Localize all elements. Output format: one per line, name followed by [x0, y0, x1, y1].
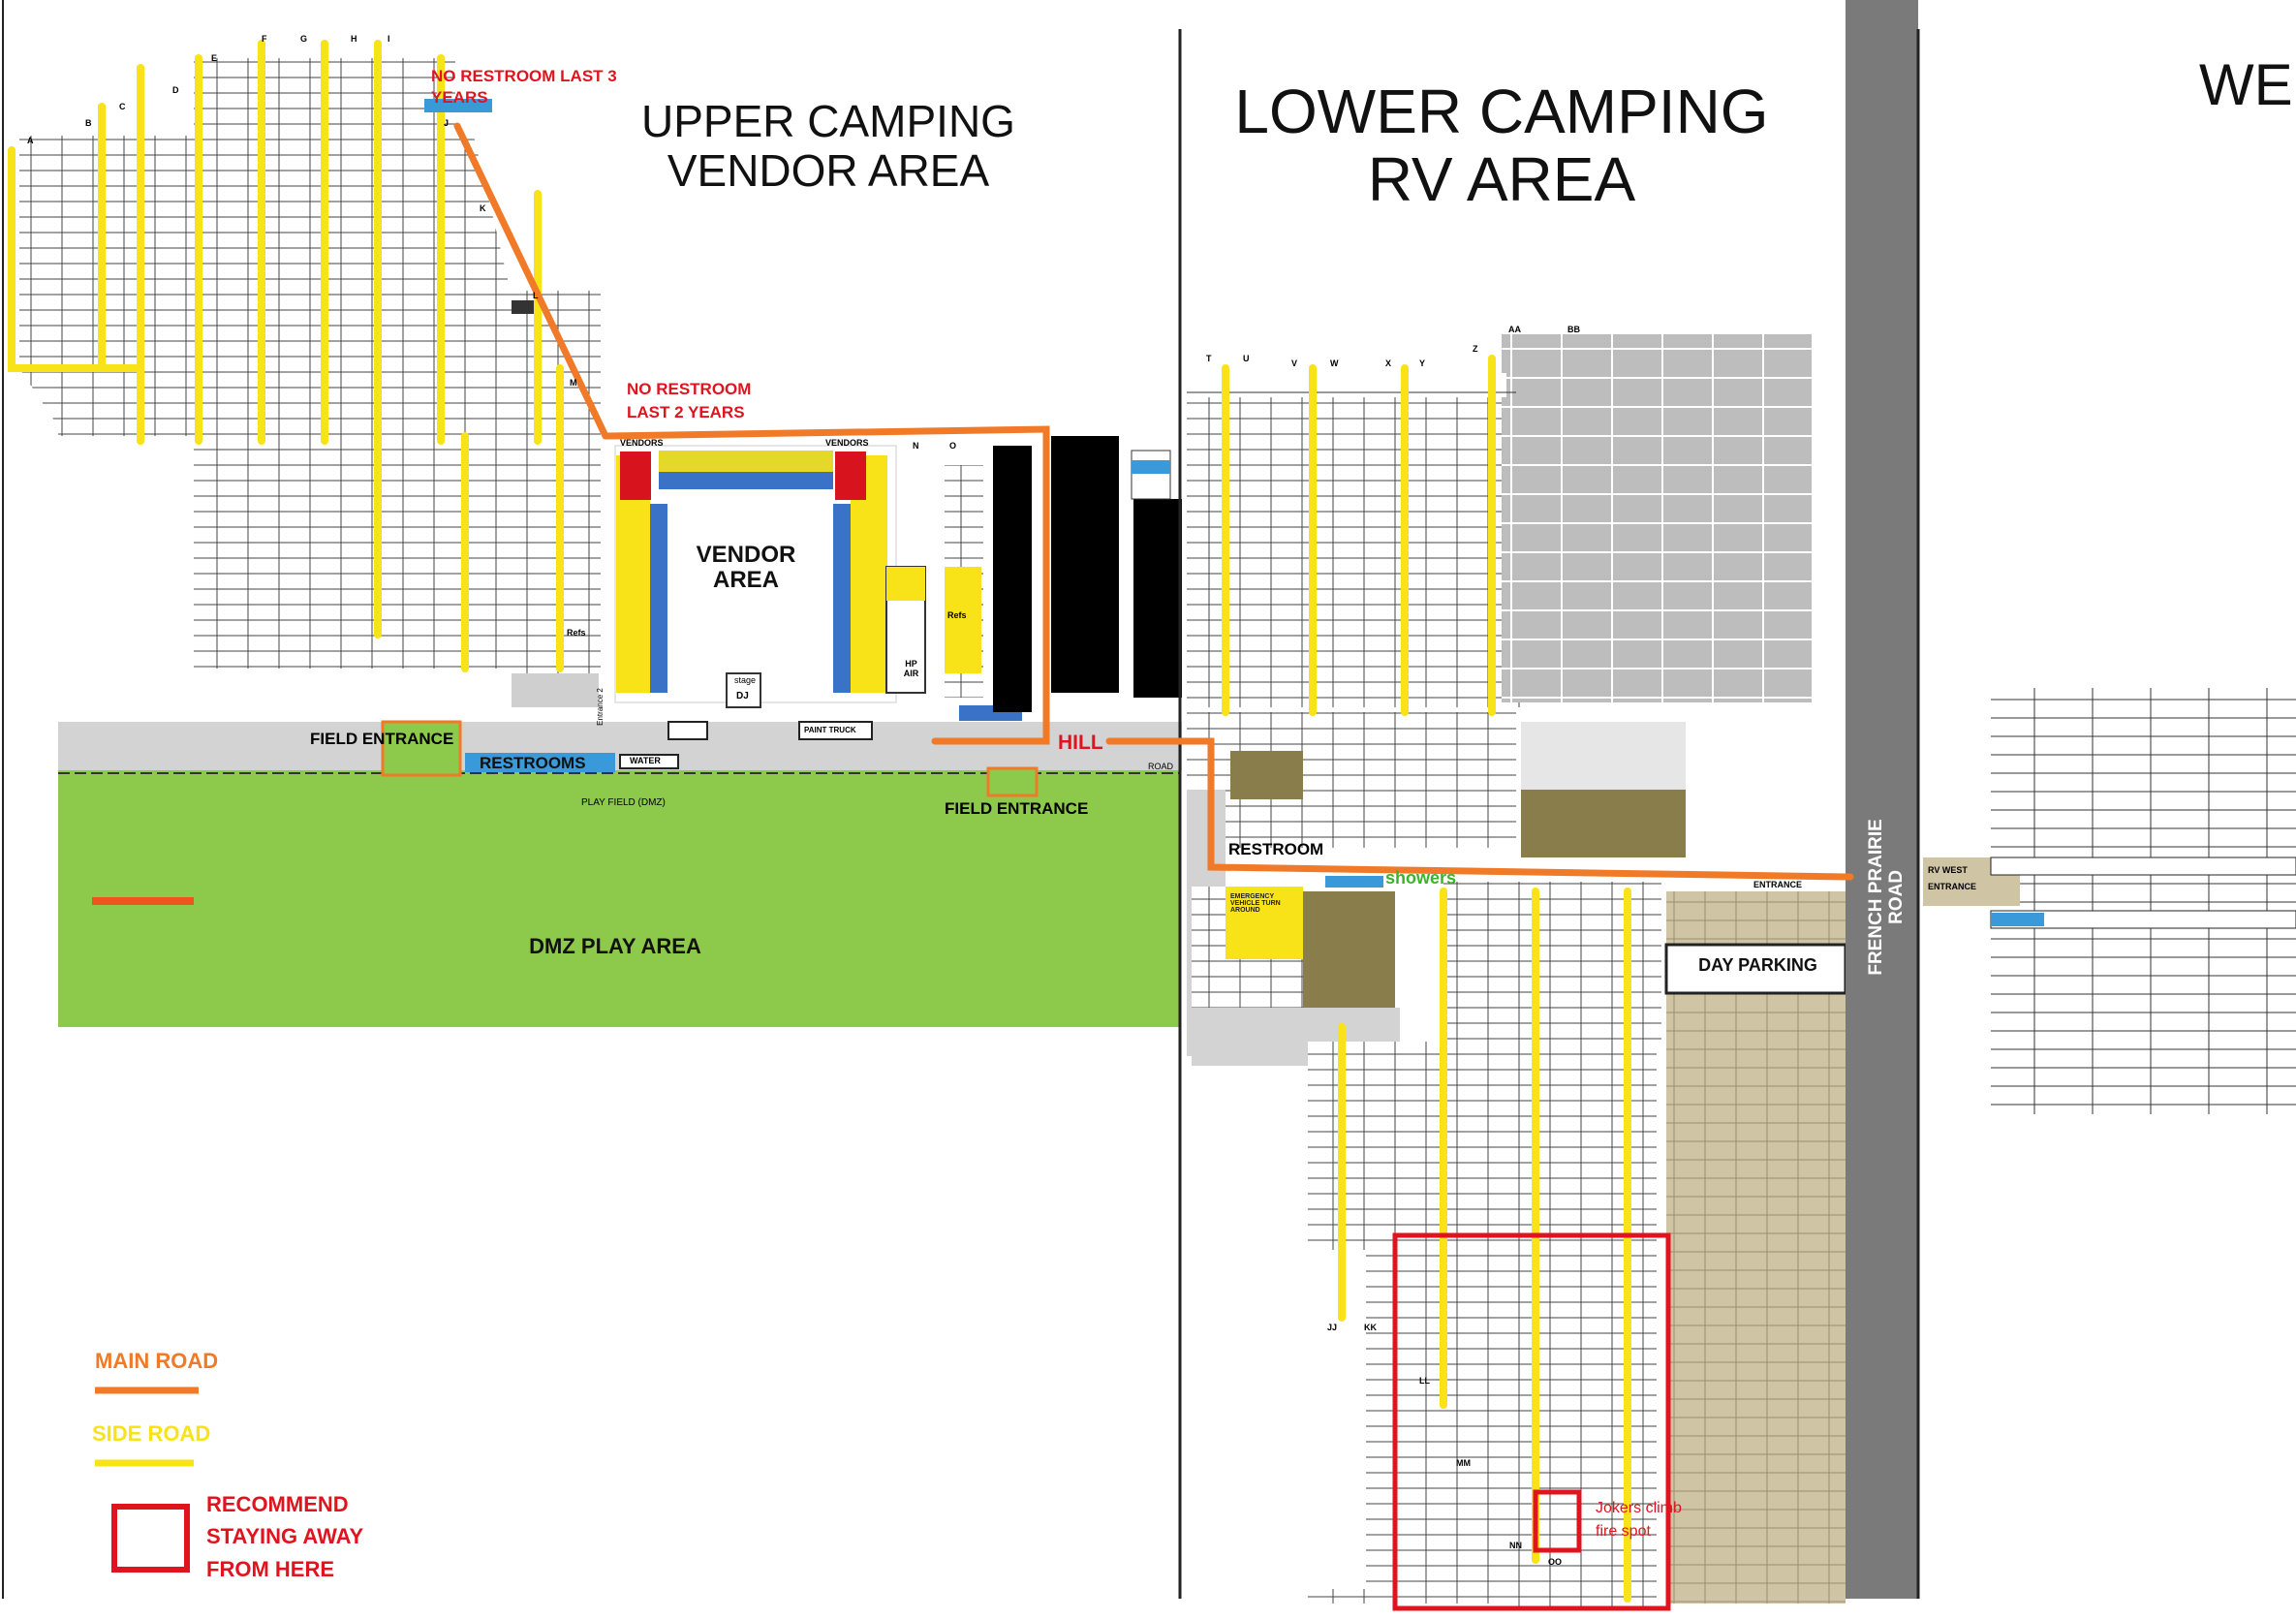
- row-label-jj: JJ: [1327, 1323, 1338, 1332]
- restroom-lower-label: RESTROOM: [1228, 840, 1324, 858]
- row-label-n: N: [913, 441, 919, 451]
- row-label-e: E: [211, 53, 218, 63]
- field-entrance-right: FIELD ENTRANCE: [945, 799, 1089, 818]
- avoid-zone: [1392, 1232, 1671, 1611]
- row-label-h: H: [351, 34, 357, 44]
- day-parking-area: [1666, 891, 1846, 1604]
- lower-rv-grid: [1187, 392, 1521, 707]
- row-label-k: K: [480, 203, 486, 213]
- no-restroom-2-years-line1: NO RESTROOM: [627, 380, 752, 398]
- legend-main-road: MAIN ROAD: [95, 1349, 219, 1373]
- vendors-left-label: VENDORS: [620, 438, 664, 448]
- water-label: WATER: [630, 756, 661, 765]
- emergency-label: EMERGENCY VEHICLE TURN AROUND: [1230, 893, 1281, 914]
- row-label-j: J: [444, 118, 450, 128]
- showers-label: showers: [1385, 868, 1457, 888]
- entrance-2-label: Entrance 2: [595, 688, 605, 726]
- row-label-x: X: [1385, 358, 1392, 368]
- row-label-d: D: [172, 85, 179, 95]
- field-entrance-left: FIELD ENTRANCE: [310, 730, 454, 748]
- row-label-oo: OO: [1548, 1557, 1563, 1567]
- hill-label: HILL: [1058, 732, 1103, 754]
- row-label-m: M: [570, 378, 577, 388]
- row-label-o: O: [949, 441, 957, 451]
- legend-recommend-line3: FROM HERE: [206, 1557, 334, 1581]
- refs-right-label: Refs: [947, 610, 967, 620]
- row-label-z: Z: [1473, 344, 1478, 354]
- dmz-field: [58, 770, 1180, 1027]
- play-field-label: PLAY FIELD (DMZ): [581, 797, 666, 808]
- main-road: [453, 122, 1854, 881]
- french-prairie-road: [1846, 0, 1918, 1599]
- stage-label: stage: [734, 675, 757, 685]
- legend-side-road: SIDE ROAD: [92, 1421, 211, 1446]
- legend-recommend-line1: RECOMMEND: [206, 1492, 349, 1516]
- day-parking-label: DAY PARKING: [1698, 955, 1817, 975]
- row-label-ll: LL: [1419, 1376, 1430, 1386]
- row-label-nn: NN: [1509, 1541, 1522, 1550]
- lower-camping-title: LOWER CAMPING RV AREA: [1234, 77, 1769, 215]
- west-area-grid: [1991, 688, 2296, 1114]
- restrooms-label: RESTROOMS: [480, 754, 586, 772]
- row-label-u: U: [1243, 354, 1250, 363]
- row-label-w: W: [1330, 358, 1339, 368]
- refs-left-label: Refs: [567, 628, 586, 638]
- rv-west-entrance-label: RV WEST ENTRANCE: [1928, 865, 1977, 891]
- jokers-note-line2: fire spot: [1596, 1523, 1651, 1540]
- row-label-f: F: [262, 34, 267, 44]
- legend-recommend-line2: STAYING AWAY: [206, 1524, 364, 1548]
- row-label-bb: BB: [1567, 325, 1580, 334]
- row-label-v: V: [1291, 358, 1298, 368]
- west-title: WE: [2199, 52, 2293, 117]
- row-label-a: A: [27, 136, 34, 145]
- road-name-label: FRENCH PRAIRIE ROAD: [1866, 819, 1907, 976]
- row-label-c: C: [119, 102, 126, 111]
- no-restroom-2-years-line2: LAST 2 YEARS: [627, 403, 745, 421]
- vendor-area-label: VENDOR AREA: [696, 542, 796, 594]
- jokers-note-line1: Jokers climb: [1596, 1500, 1682, 1516]
- row-label-t: T: [1206, 354, 1212, 363]
- paint-truck-label: PAINT TRUCK: [804, 726, 856, 734]
- road-label: ROAD: [1148, 762, 1174, 771]
- row-label-l: L: [533, 291, 539, 300]
- side-roads: [8, 40, 1631, 1603]
- vendors-right-label: VENDORS: [825, 438, 869, 448]
- row-label-y: Y: [1419, 358, 1426, 368]
- main-entrance-label: ENTRANCE: [1753, 880, 1803, 889]
- hp-air-label: HP AIR: [903, 659, 919, 678]
- row-label-g: G: [300, 34, 308, 44]
- row-label-mm: MM: [1456, 1458, 1471, 1468]
- row-label-aa: AA: [1508, 325, 1521, 334]
- dmz-play-area-label: DMZ PLAY AREA: [529, 934, 701, 958]
- row-label-kk: KK: [1364, 1323, 1377, 1332]
- row-label-i: I: [388, 34, 390, 44]
- row-label-b: B: [85, 118, 92, 128]
- no-restroom-3-years-note: NO RESTROOM LAST 3 YEARS: [431, 67, 617, 107]
- upper-camping-title: UPPER CAMPING VENDOR AREA: [641, 96, 1015, 196]
- dj-label: DJ: [736, 691, 749, 701]
